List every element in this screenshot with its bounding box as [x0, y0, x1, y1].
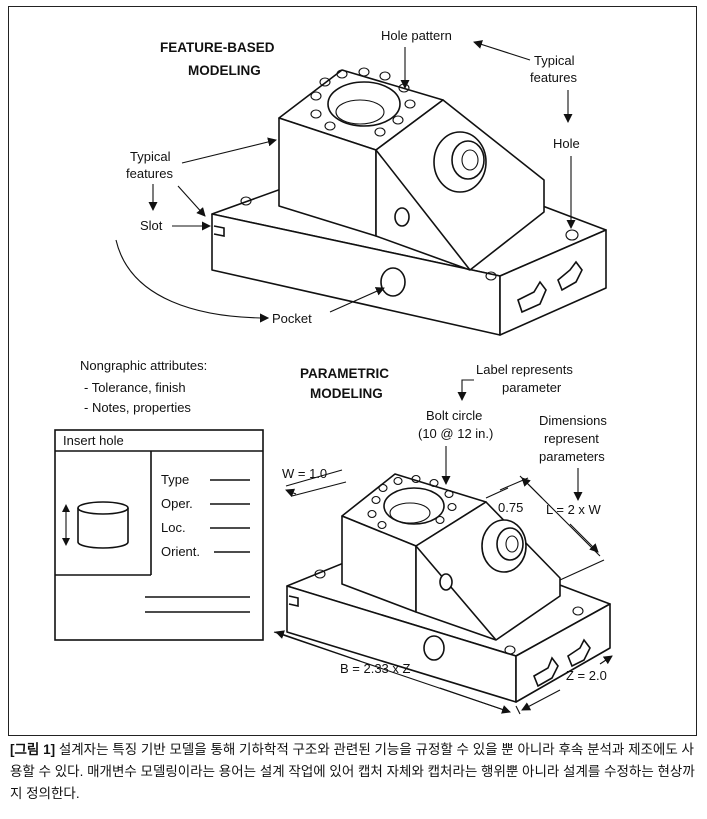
hole-label: Hole [553, 136, 580, 151]
parametric-title-line1: PARAMETRIC [300, 366, 389, 381]
typical-features-left-line2: features [126, 166, 173, 181]
form-field-orient: Orient. [161, 544, 200, 559]
slot-label: Slot [140, 218, 163, 233]
feature-title-line1: FEATURE-BASED [160, 40, 275, 55]
form-title: Insert hole [63, 433, 124, 448]
feature-model-drawing [211, 67, 607, 336]
z-dimension-label: Z = 2.0 [566, 668, 607, 683]
cylinder-icon [62, 501, 129, 549]
form-field-type: Type [161, 472, 189, 487]
caption-tag: [그림 1] [10, 742, 56, 757]
nongraphic-title: Nongraphic attributes: [80, 358, 207, 373]
figure-caption: [그림 1] 설계자는 특징 기반 모델을 통해 기하학적 구조와 관련된 기능… [10, 739, 700, 805]
nongraphic-item-2: - Notes, properties [84, 400, 191, 415]
nongraphic-item-1: - Tolerance, finish [84, 380, 186, 395]
parametric-title-line2: MODELING [310, 386, 383, 401]
label-represents-line2: parameter [502, 380, 562, 395]
label-represents-line1: Label represents [476, 362, 573, 377]
feature-title-line2: MODELING [188, 63, 261, 78]
bolt-circle-line2: (10 @ 12 in.) [418, 426, 493, 441]
hole-pattern-label: Hole pattern [381, 28, 452, 43]
form-field-loc: Loc. [161, 520, 186, 535]
caption-text: 설계자는 특징 기반 모델을 통해 기하학적 구조와 관련된 기능을 규정할 수… [10, 742, 695, 801]
typical-features-left-line1: Typical [130, 149, 171, 164]
dimensions-line3: parameters [539, 449, 605, 464]
bottom-hole-pattern [367, 474, 457, 530]
dimensions-line2: represent [544, 431, 599, 446]
l-dimension-label: L = 2 x W [546, 502, 602, 517]
engineering-figure: FEATURE-BASED MODELING Hole pattern Typi… [54, 28, 613, 715]
insert-hole-form: Insert hole Type Oper. Loc. Orient. [54, 429, 264, 641]
pocket-label: Pocket [272, 311, 312, 326]
parametric-model-drawing [286, 473, 611, 703]
w-dimension-label: W = 1.0 [282, 466, 327, 481]
b-dimension-label: B = 2.33 x Z [340, 661, 411, 676]
form-field-oper: Oper. [161, 496, 193, 511]
dim-075-label: 0.75 [498, 500, 523, 515]
bolt-circle-line1: Bolt circle [426, 408, 482, 423]
figure-frame [8, 6, 697, 736]
dimensions-line1: Dimensions [539, 413, 607, 428]
typical-features-right-line2: features [530, 70, 577, 85]
typical-features-right-line1: Typical [534, 53, 575, 68]
